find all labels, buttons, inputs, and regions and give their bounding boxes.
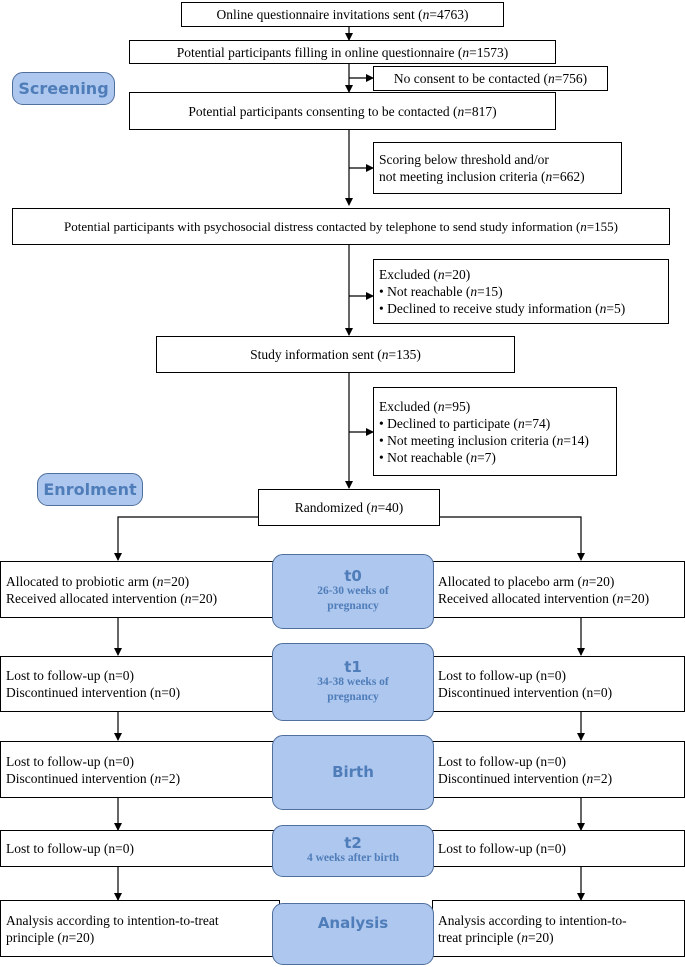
probiotic-analysis-line-1: Analysis according to intention-to-treat [6,912,219,928]
no-consent-text: No consent to be contacted (n=756) [393,71,588,86]
consenting-box: Potential participants consenting to be … [129,92,556,130]
probiotic-birth-box: Lost to follow-up (n=0) Discontinued int… [0,741,280,798]
t1-subtitle: 34-38 weeks of pregnancy [317,675,389,703]
excluded-1-box: Excluded (n=20) Not reachable (n=15) Dec… [373,259,669,324]
probiotic-birth-line-1: Lost to follow-up (n=0) [6,753,134,769]
t2-subtitle: 4 weeks after birth [306,852,400,864]
randomized-box: Randomized (n=40) [258,489,440,526]
timepoint-t1: t1 34-38 weeks of pregnancy [272,643,434,721]
placebo-analysis-box: Analysis according to intention-to- trea… [432,900,685,957]
timepoint-t2: t2 4 weeks after birth [272,825,434,877]
probiotic-analysis-line-2: principle (n=20) [6,929,95,945]
consenting-text: Potential participants consenting to be … [188,103,497,119]
excluded-2-item: Declined to participate (n=74) [379,415,611,432]
probiotic-birth-line-2: Discontinued intervention (n=2) [6,770,181,786]
t0-subtitle: 26-30 weeks of pregnancy [317,585,389,612]
no-consent-box: No consent to be contacted (n=756) [373,66,608,91]
enrolment-tag-label: Enrolment [43,480,137,499]
excluded-2-title: Excluded (n=95) [379,398,471,414]
invitations-text: Online questionnaire invitations sent (n… [216,7,469,22]
probiotic-allocated-line-2: Received allocated intervention (n=20) [6,590,218,606]
filling-box: Potential participants filling in online… [129,40,556,64]
arrow-to-placebo [440,516,585,561]
probiotic-allocated-box: Allocated to probiotic arm (n=20) Receiv… [0,561,280,618]
screening-tag: Screening [12,72,115,105]
probiotic-analysis-box: Analysis according to intention-to-treat… [0,900,280,957]
placebo-allocated-line-2: Received allocated intervention (n=20) [438,590,650,606]
placebo-birth-line-2: Discontinued intervention (n=2) [438,770,613,786]
contacted-box: Potential participants with psychosocial… [12,208,670,245]
placebo-t1-line-1: Lost to follow-up (n=0) [438,668,566,683]
t1-title: t1 [344,657,362,676]
timepoint-analysis: Analysis [272,903,434,965]
placebo-birth-line-1: Lost to follow-up (n=0) [438,753,566,769]
below-threshold-box: Scoring below threshold and/or not meeti… [373,142,622,194]
contacted-text: Potential participants with psychosocial… [64,219,618,234]
invitations-box: Online questionnaire invitations sent (n… [181,2,504,27]
screening-tag-label: Screening [18,79,109,98]
probiotic-t1-box: Lost to follow-up (n=0) Discontinued int… [0,656,280,712]
probiotic-t2-line-1: Lost to follow-up (n=0) [6,841,134,856]
excluded-1-item: Not reachable (n=15) [379,283,663,300]
below-threshold-line-1: Scoring below threshold and/or [379,152,549,167]
filling-text: Potential participants filling in online… [176,44,509,60]
below-threshold-line-2: not meeting inclusion criteria (n=662) [379,169,585,184]
timepoint-t0: t0 26-30 weeks of pregnancy [272,554,434,629]
enrolment-tag: Enrolment [37,473,143,506]
info-sent-text: Study information sent (n=135) [250,347,421,362]
placebo-t1-box: Lost to follow-up (n=0) Discontinued int… [432,656,685,712]
excluded-2-item: Not reachable (n=7) [379,449,611,466]
probiotic-t1-line-2: Discontinued intervention (n=0) [6,685,181,700]
placebo-t2-line-1: Lost to follow-up (n=0) [438,841,566,856]
probiotic-allocated-line-1: Allocated to probiotic arm (n=20) [6,573,190,589]
probiotic-t1-line-1: Lost to follow-up (n=0) [6,668,134,683]
placebo-t1-line-2: Discontinued intervention (n=0) [438,685,613,700]
t2-title: t2 [344,834,362,852]
excluded-2-box: Excluded (n=95) Declined to participate … [373,387,617,476]
analysis-title: Analysis [317,914,389,932]
excluded-1-title: Excluded (n=20) [379,267,471,282]
arrow-to-probiotic [114,516,258,561]
info-sent-box: Study information sent (n=135) [156,336,515,373]
randomized-text: Randomized (n=40) [294,500,404,515]
placebo-analysis-line-2: treat principle (n=20) [438,929,554,945]
placebo-birth-box: Lost to follow-up (n=0) Discontinued int… [432,741,685,798]
t0-title: t0 [344,567,362,585]
placebo-allocated-box: Allocated to placebo arm (n=20) Received… [432,561,685,618]
placebo-analysis-line-1: Analysis according to intention-to- [438,912,627,928]
excluded-2-item: Not meeting inclusion criteria (n=14) [379,432,611,449]
probiotic-t2-box: Lost to follow-up (n=0) [0,830,280,867]
excluded-1-item: Declined to receive study information (n… [379,300,663,317]
placebo-t2-box: Lost to follow-up (n=0) [432,830,685,867]
timepoint-birth: Birth [272,735,434,810]
placebo-allocated-line-1: Allocated to placebo arm (n=20) [438,573,615,589]
birth-title: Birth [332,763,374,781]
